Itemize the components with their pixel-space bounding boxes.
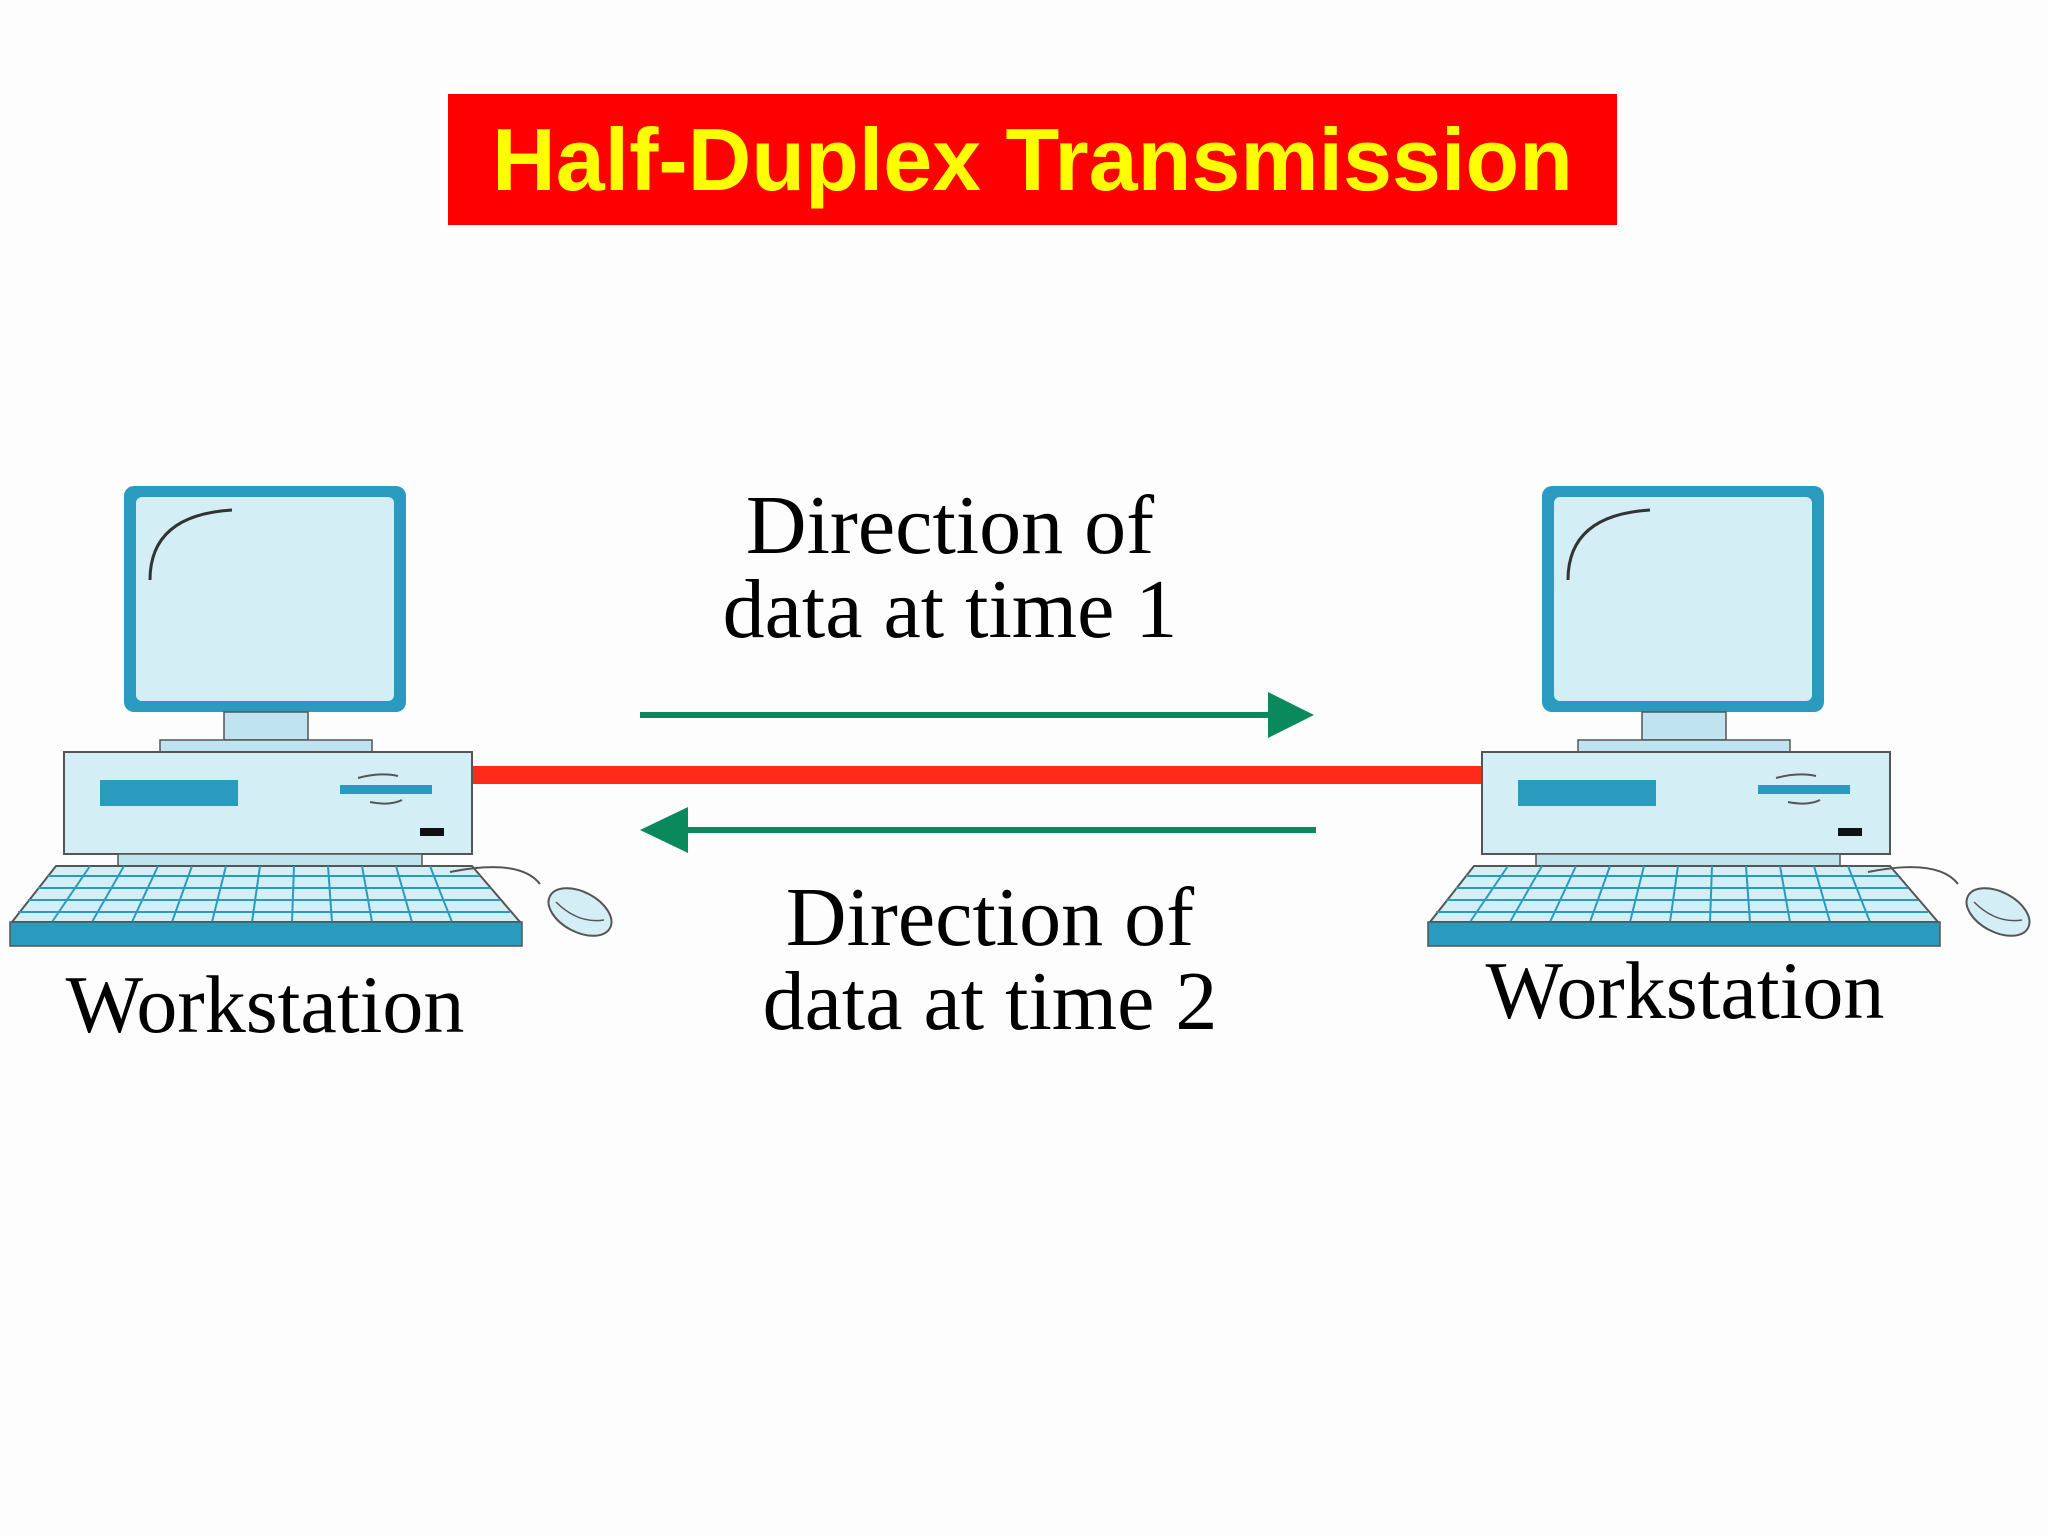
- direction-time-2-line2: data at time 2: [762, 955, 1218, 1048]
- left-workstation-label: Workstation: [65, 959, 465, 1050]
- diagram-title: Half-Duplex Transmission: [492, 109, 1573, 209]
- arrow-time-1: [640, 692, 1314, 738]
- right-workstation-computer: [1426, 484, 2039, 948]
- transmission-link: [468, 766, 1488, 784]
- direction-time-1-line2: data at time 1: [722, 563, 1178, 656]
- title-banner: Half-Duplex Transmission: [448, 94, 1617, 225]
- right-workstation-label: Workstation: [1485, 945, 1885, 1036]
- direction-time-1-line1: Direction of: [745, 479, 1155, 572]
- left-workstation-computer: [8, 484, 621, 948]
- direction-time-1-label: Direction of data at time 1: [700, 484, 1200, 652]
- direction-time-2-label: Direction of data at time 2: [740, 876, 1240, 1044]
- direction-time-2-line1: Direction of: [785, 871, 1195, 964]
- arrow-time-2: [640, 807, 1316, 853]
